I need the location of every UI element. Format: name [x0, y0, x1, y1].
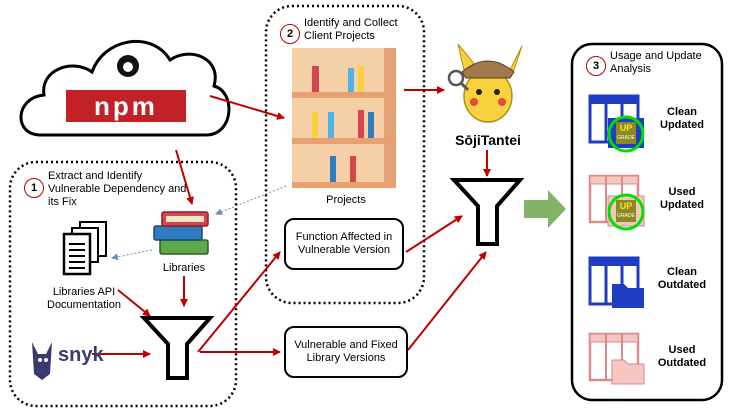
step3-container	[570, 42, 724, 402]
npm-cloud	[19, 40, 231, 137]
bookshelf-icon	[292, 48, 396, 188]
outcome-label-clean-updated: Clean Updated	[652, 106, 712, 132]
tool-name-label: SōjiTantei	[455, 132, 521, 148]
outcome-label-used-outdated: Used Outdated	[652, 344, 712, 370]
upgrade-badge-subtext-2: GRADE	[617, 213, 635, 219]
dotted-arrows	[111, 185, 287, 261]
outcome-line2: Outdated	[657, 357, 707, 369]
detective-mascot-icon	[447, 43, 523, 123]
filter-funnel-1	[139, 316, 215, 380]
flow-arrows	[92, 86, 491, 358]
vulnerable-fixed-box: Vulnerable and Fixed Library Versions	[284, 326, 408, 378]
step3-number: 3	[586, 56, 606, 76]
upgrade-badge-text-2: UP	[619, 201, 633, 211]
snyk-logo-text: snyk	[58, 344, 104, 366]
snyk-dog-icon	[32, 342, 52, 380]
npm-logo-text: npm	[94, 91, 158, 121]
vulnerable-fixed-label: Vulnerable and Fixed Library Versions	[294, 339, 398, 364]
step2-container	[264, 4, 426, 305]
step1-container	[8, 160, 238, 408]
filter-funnel-2	[449, 178, 525, 246]
step1-title: Extract and Identify Vulnerable Dependen…	[48, 170, 187, 208]
outcome-line1: Clean	[667, 106, 697, 118]
libraries-label: Libraries	[162, 262, 206, 274]
upgrade-badge-subtext-1: GRADE	[617, 135, 635, 141]
projects-label: Projects	[326, 194, 366, 206]
function-affected-box: Function Affected in Vulnerable Version	[284, 218, 404, 270]
outcome-label-clean-outdated: Clean Outdated	[652, 266, 712, 292]
outcome-line1: Used	[668, 344, 696, 356]
github-icon	[117, 55, 139, 77]
step1-number: 1	[24, 178, 44, 198]
outcome-line1: Clean	[667, 266, 697, 278]
outcome-line2: Updated	[660, 119, 704, 131]
upgrade-badge-text-1: UP	[619, 123, 633, 133]
outcome-icon-clean-updated	[588, 94, 645, 153]
books-icon	[153, 211, 209, 255]
outcome-line1: Used	[668, 186, 696, 198]
step2-number: 2	[280, 24, 300, 44]
outcome-line2: Updated	[660, 199, 704, 211]
step2-title: Identify and Collect Client Projects	[304, 17, 398, 42]
outcome-label-used-updated: Used Updated	[652, 186, 712, 212]
outcome-line2: Outdated	[657, 279, 707, 291]
step3-title: Usage and Update Analysis	[610, 50, 702, 75]
api-docs-label: Libraries API Documentation	[47, 286, 121, 311]
big-green-arrow	[524, 190, 566, 228]
function-affected-label: Function Affected in Vulnerable Version	[295, 231, 393, 256]
outcome-icon-used-outdated	[588, 332, 645, 385]
document-stack-icon	[62, 221, 107, 276]
outcome-icon-used-updated	[588, 174, 645, 231]
outcome-icon-clean-outdated	[588, 256, 644, 308]
